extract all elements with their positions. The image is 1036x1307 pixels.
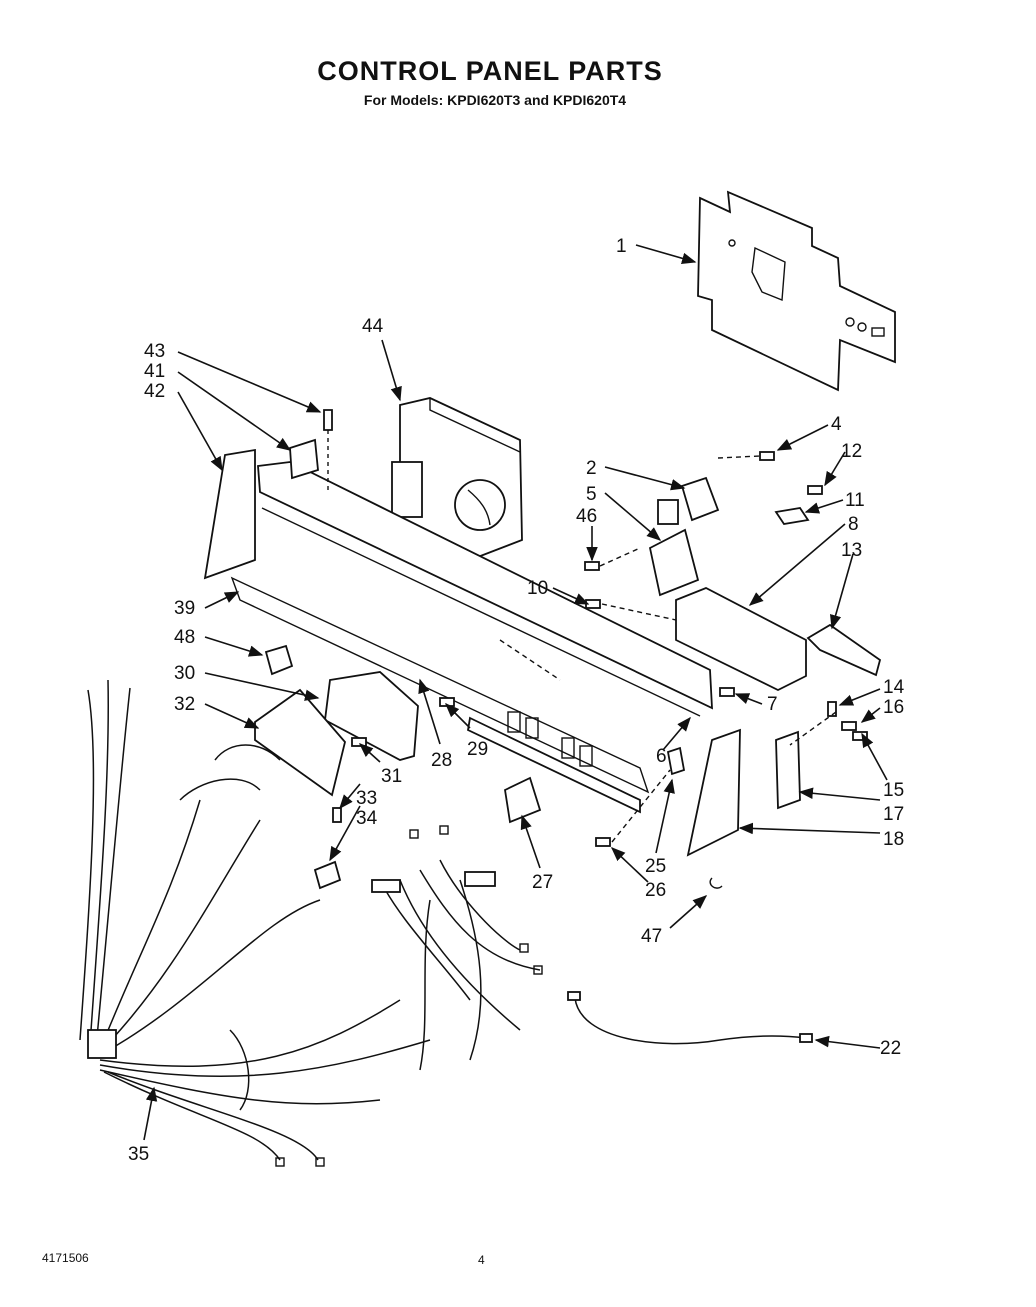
callout-41: 41 — [144, 361, 165, 382]
callout-22: 22 — [880, 1038, 901, 1059]
part-1-back-plate — [697, 190, 896, 392]
callout-4: 4 — [831, 414, 842, 435]
part-41-bracket — [289, 438, 319, 480]
callout-8: 8 — [848, 514, 859, 535]
part-27-spacer — [504, 776, 542, 824]
part-18-right-end-cap — [686, 728, 741, 857]
callout-31: 31 — [381, 766, 402, 787]
page-number: 4 — [478, 1253, 485, 1267]
part-4-pin — [759, 451, 775, 461]
assembly-lines — [499, 455, 837, 843]
part-42-left-end-cap — [203, 448, 256, 580]
callout-35: 35 — [128, 1144, 149, 1165]
callout-29: 29 — [467, 739, 488, 760]
part-2-switch — [657, 476, 720, 525]
callout-30: 30 — [174, 663, 195, 684]
callout-7: 7 — [767, 694, 778, 715]
part-8-terminal-block — [675, 587, 807, 692]
part-43-screw — [323, 409, 333, 490]
page-title: CONTROL PANEL PARTS — [317, 56, 663, 86]
part-5-knob — [648, 528, 700, 597]
callout-27: 27 — [532, 872, 553, 893]
callout-18: 18 — [883, 829, 904, 850]
part-35-wire-harness — [79, 679, 543, 1167]
callout-48: 48 — [174, 627, 195, 648]
part-22-sensor-wire — [567, 991, 813, 1045]
callout-28: 28 — [431, 750, 452, 771]
callout-39: 39 — [174, 598, 195, 619]
part-11-clip — [774, 507, 810, 525]
callout-25: 25 — [645, 856, 666, 877]
document-number: 4171506 — [42, 1251, 89, 1265]
callout-6: 6 — [656, 746, 667, 767]
callout-33: 33 — [356, 788, 377, 809]
part-console-panel — [230, 461, 713, 814]
callout-16: 16 — [883, 697, 904, 718]
callout-26: 26 — [645, 880, 666, 901]
part-13-bracket — [806, 623, 882, 677]
callout-12: 12 — [841, 441, 862, 462]
callout-14: 14 — [883, 677, 905, 698]
callout-5: 5 — [586, 484, 597, 505]
callout-47: 47 — [641, 926, 662, 947]
part-small-screws — [313, 561, 868, 890]
part-17-bracket — [775, 730, 801, 810]
callout-11: 11 — [845, 490, 865, 511]
callout-46: 46 — [576, 506, 597, 527]
page-subtitle: For Models: KPDI620T3 and KPDI620T4 — [363, 92, 627, 108]
leader-lines — [143, 244, 888, 1141]
part-12-screw — [807, 485, 823, 495]
callout-17: 17 — [883, 804, 904, 825]
part-48-button — [264, 644, 294, 676]
callout-2: 2 — [586, 458, 597, 479]
part-32-display-cover — [254, 688, 346, 797]
callout-labels: 1 44 43 41 42 4 12 2 11 5 8 46 13 10 39 … — [128, 236, 905, 1165]
callout-1: 1 — [616, 236, 627, 257]
callout-34: 34 — [356, 808, 378, 829]
callout-15: 15 — [883, 780, 904, 801]
callout-42: 42 — [144, 381, 165, 402]
callout-32: 32 — [174, 694, 195, 715]
callout-43: 43 — [144, 341, 165, 362]
callout-44: 44 — [362, 316, 384, 337]
callout-13: 13 — [841, 540, 862, 561]
callout-10: 10 — [527, 578, 548, 599]
